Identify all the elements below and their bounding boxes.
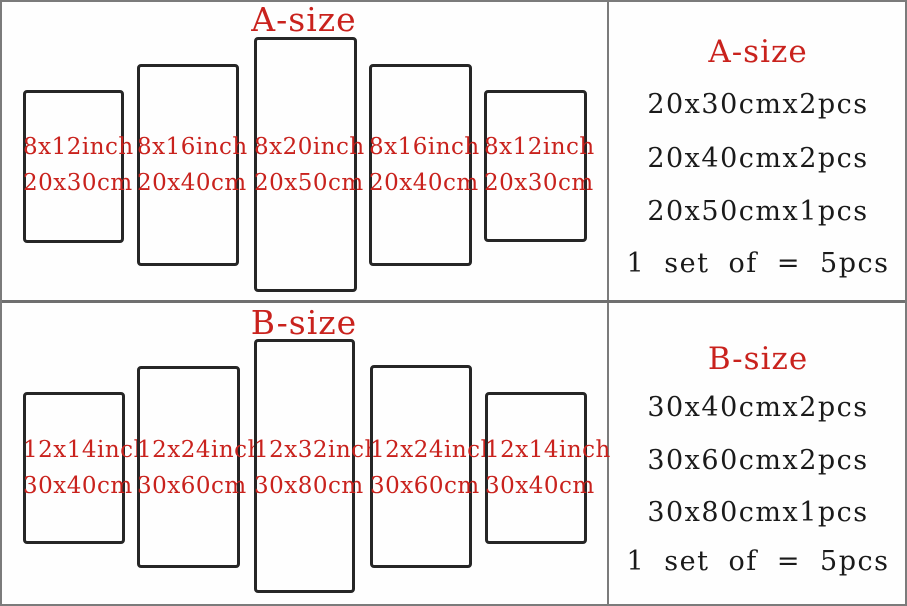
a-panel-4-cm-label: 20x40cm (369, 170, 479, 196)
a-panel-3-inch-label: 8x20inch (254, 134, 365, 160)
a-summary-line-1: 20x30cmx2pcs (647, 89, 869, 120)
b-panel-5: 12x14inch 30x40cm (485, 392, 611, 544)
b-summary-line-2: 30x60cmx2pcs (647, 445, 869, 476)
b-size-summary-title: B-size (707, 341, 809, 377)
b-panel-5-inch-label: 12x14inch (485, 437, 611, 463)
b-panel-1: 12x14inch 30x40cm (23, 392, 149, 544)
a-panel-5-inch-label: 8x12inch (484, 134, 595, 160)
b-panel-3-inch-label: 12x32inch (254, 437, 380, 463)
vertical-divider (607, 2, 609, 604)
a-panel-2-inch-label: 8x16inch (137, 134, 248, 160)
a-panel-1: 8x12inch 20x30cm (23, 90, 134, 243)
b-panel-2-cm-label: 30x60cm (137, 473, 247, 499)
a-size-summary-title: A-size (708, 34, 808, 70)
b-panel-3: 12x32inch 30x80cm (254, 339, 380, 593)
b-panel-5-cm-label: 30x40cm (485, 473, 595, 499)
b-panel-2: 12x24inch 30x60cm (137, 366, 263, 568)
b-summary-line-3: 30x80cmx1pcs (647, 497, 869, 528)
b-panel-4-cm-label: 30x60cm (370, 473, 480, 499)
a-size-diagram-title: A-size (251, 0, 357, 39)
b-panel-1-inch-label: 12x14inch (23, 437, 149, 463)
a-panel-3-cm-label: 20x50cm (254, 170, 364, 196)
b-summary-line-1: 30x40cmx2pcs (647, 392, 869, 423)
a-panel-2: 8x16inch 20x40cm (137, 64, 248, 266)
b-summary-total-line: 1 set of = 5pcs (626, 546, 890, 577)
horizontal-divider (2, 300, 905, 303)
a-summary-total-line: 1 set of = 5pcs (626, 248, 890, 279)
b-panel-4: 12x24inch 30x60cm (370, 365, 496, 568)
a-panel-5: 8x12inch 20x30cm (484, 90, 595, 242)
b-panel-4-inch-label: 12x24inch (370, 437, 496, 463)
a-panel-5-cm-label: 20x30cm (484, 170, 594, 196)
a-panel-1-cm-label: 20x30cm (23, 170, 133, 196)
a-panel-3: 8x20inch 20x50cm (254, 37, 365, 292)
b-size-diagram-title: B-size (250, 303, 358, 342)
b-panel-2-inch-label: 12x24inch (137, 437, 263, 463)
b-panel-1-cm-label: 30x40cm (23, 473, 133, 499)
a-summary-line-2: 20x40cmx2pcs (647, 143, 869, 174)
b-panel-3-cm-label: 30x80cm (254, 473, 364, 499)
a-panel-4: 8x16inch 20x40cm (369, 64, 480, 266)
a-panel-2-cm-label: 20x40cm (137, 170, 247, 196)
a-summary-line-3: 20x50cmx1pcs (647, 196, 869, 227)
a-panel-1-inch-label: 8x12inch (23, 134, 134, 160)
a-panel-4-inch-label: 8x16inch (369, 134, 480, 160)
